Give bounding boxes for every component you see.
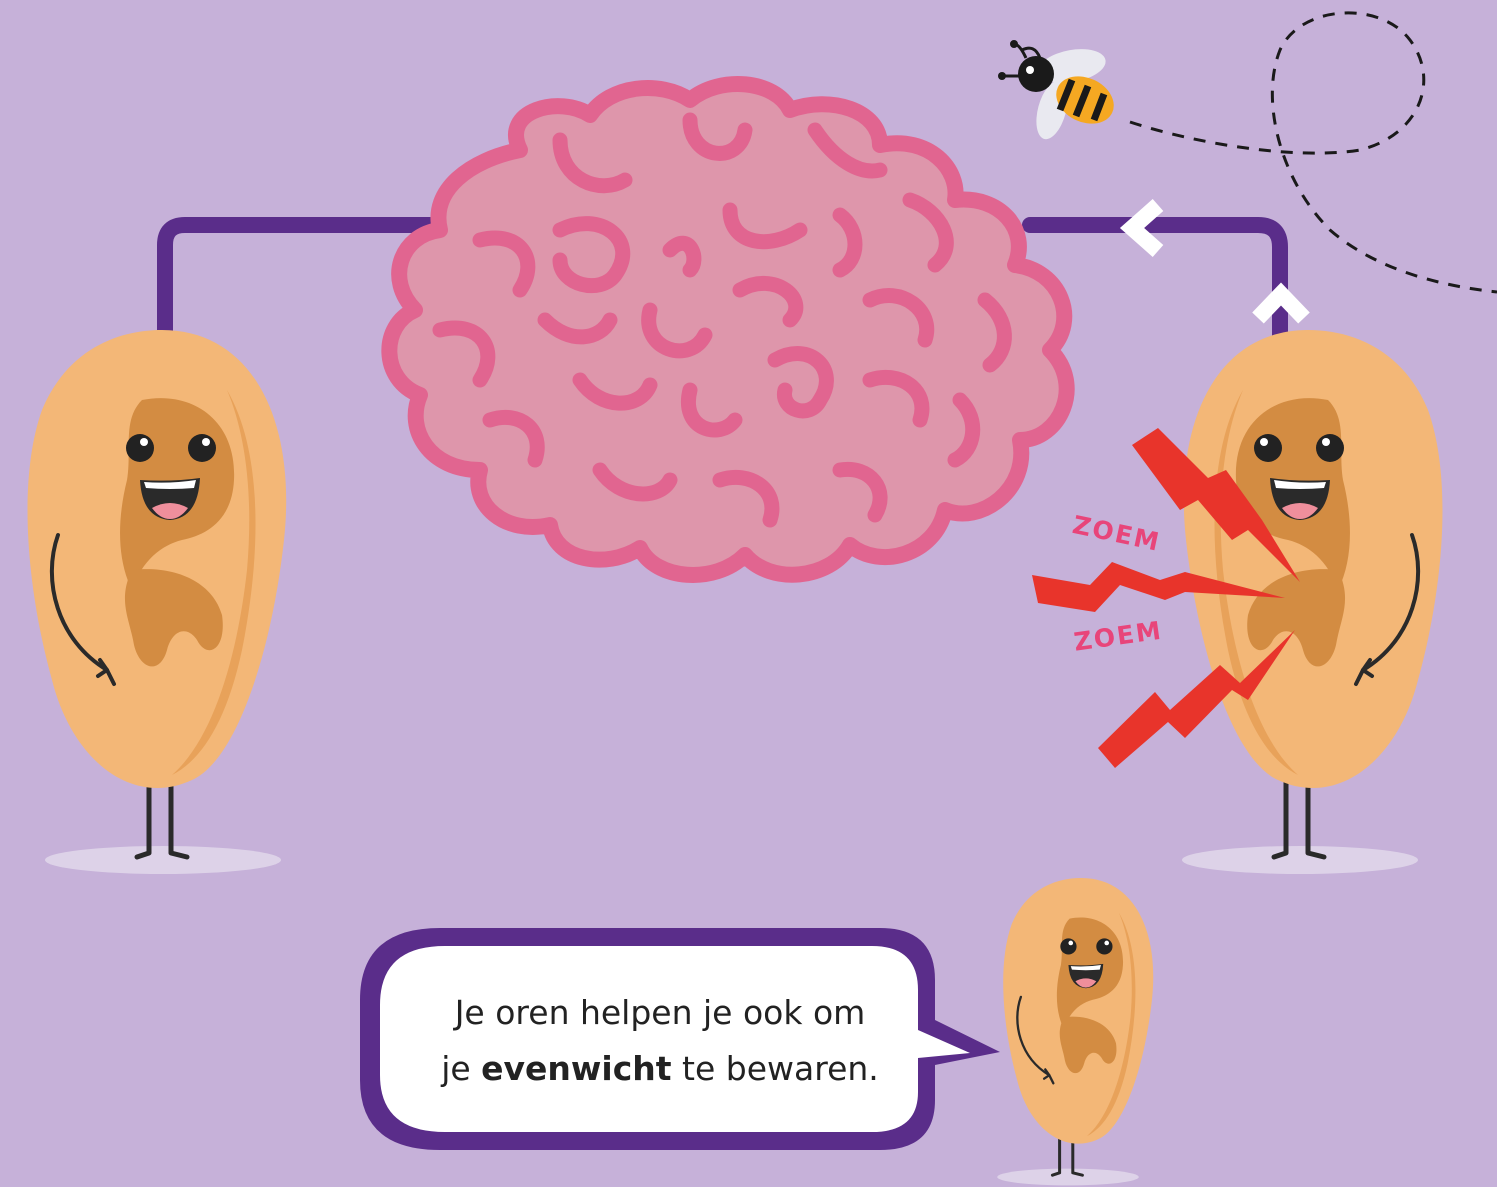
speech-line-2-end: te bewaren. xyxy=(672,1049,879,1088)
ear-character-left xyxy=(28,330,287,874)
ear-character-right xyxy=(1182,330,1442,874)
brain-icon xyxy=(389,84,1066,575)
speech-highlight-word: evenwicht xyxy=(481,1049,671,1088)
bee-flight-path xyxy=(1130,13,1497,292)
speech-text: Je oren helpen je ook om je evenwicht te… xyxy=(400,985,920,1097)
ear-character-small xyxy=(997,878,1153,1185)
speech-line-2-start: je xyxy=(441,1049,481,1088)
speech-line-2: je evenwicht te bewaren. xyxy=(400,1041,920,1097)
speech-line-1: Je oren helpen je ook om xyxy=(400,985,920,1041)
bee-icon xyxy=(998,40,1121,143)
